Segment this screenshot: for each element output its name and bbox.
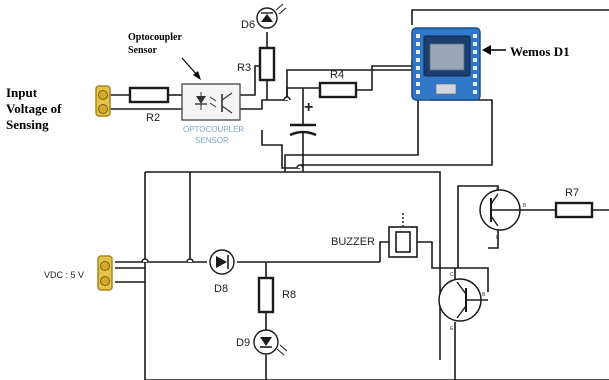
- wemos-label: Wemos D1: [510, 44, 570, 59]
- input-voltage-label-line3: Sensing: [6, 117, 49, 132]
- optocoupler: [181, 83, 241, 121]
- buzzer: [388, 213, 418, 258]
- vdc-terminal-block: [97, 255, 113, 291]
- optocoupler-callout-arrow: [181, 57, 201, 80]
- input-voltage-label-line2: Voltage of: [6, 101, 62, 116]
- capacitor: [289, 123, 317, 137]
- optocoupler-sensor-label-line1: Optocoupler: [128, 32, 182, 43]
- opto-label-line1: OPTOCOUPLER: [183, 125, 244, 134]
- resistor-r7: [554, 201, 594, 219]
- resistor-r4: [318, 81, 358, 99]
- wemos-callout-arrow: [482, 45, 506, 55]
- capacitor-polarity: +: [304, 99, 313, 116]
- r3-label: R3: [237, 62, 251, 74]
- opto-label-line2: SENSOR: [195, 136, 229, 145]
- q-lower-pin-e: E: [450, 326, 454, 332]
- r8-label: R8: [282, 289, 296, 301]
- transistor-lower: [438, 278, 488, 322]
- q-lower-pin-b: B: [482, 292, 486, 298]
- d9-label: D9: [236, 337, 250, 349]
- buzzer-label: BUZZER: [331, 236, 375, 248]
- q-upper-pin-e: E: [496, 235, 500, 241]
- r7-label: R7: [565, 187, 579, 199]
- d8-label: D8: [214, 283, 228, 295]
- r4-label: R4: [330, 69, 344, 81]
- text-labels: Input Voltage of Sensing Optocoupler Sen…: [6, 19, 579, 349]
- q-upper-pin-c: C: [496, 187, 500, 193]
- vdc-label: VDC : 5 V: [44, 270, 84, 280]
- resistor-r2: [128, 86, 170, 104]
- resistor-r3: [258, 46, 276, 82]
- led-d6: [256, 3, 287, 29]
- led-d9: [253, 329, 288, 356]
- wire-hops: [141, 96, 304, 263]
- r2-label: R2: [146, 112, 160, 124]
- q-upper-pin-b: B: [523, 203, 527, 209]
- optocoupler-sensor-label-line2: Sensor: [128, 45, 157, 56]
- transistor-upper: [479, 189, 521, 231]
- resistor-r8: [257, 276, 275, 314]
- input-voltage-label-line1: Input: [6, 85, 38, 100]
- d6-label: D6: [241, 19, 255, 31]
- q-lower-pin-c: C: [450, 272, 454, 278]
- input-terminal-block: [95, 85, 111, 117]
- wiring: [110, 9, 609, 380]
- wemos-board: [411, 27, 481, 101]
- diode-d8: [209, 249, 235, 275]
